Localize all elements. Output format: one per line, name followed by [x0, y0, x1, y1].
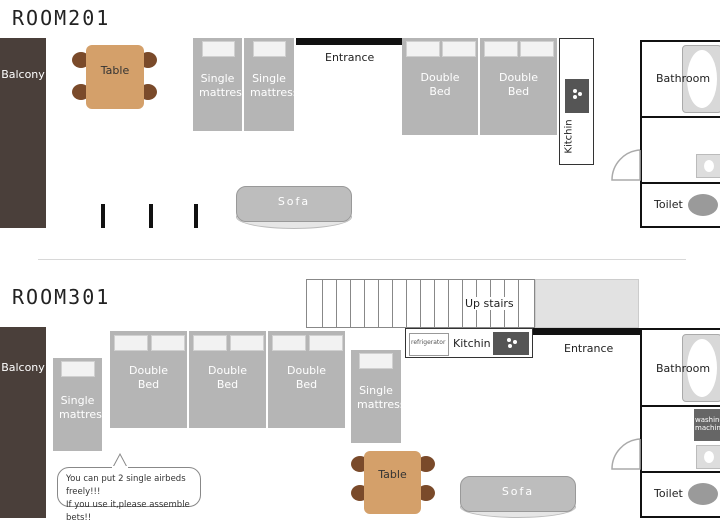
room201-stove: [565, 79, 589, 113]
room201-single-mattress-2-label: Single mattress: [250, 72, 299, 99]
room301-door-swing: [611, 438, 641, 470]
room301-sofa: Sofa: [460, 476, 576, 512]
room301-entrance-label: Entrance: [564, 342, 614, 355]
room301-single-mattress-left-label: Single mattress: [59, 394, 108, 421]
room301-chair: [417, 485, 435, 501]
room301-double-bed-1-label: Double Bed: [129, 364, 168, 391]
room201-sink: [696, 154, 720, 178]
room201-double-bed-2-label: Double Bed: [499, 71, 538, 98]
room201-single-mattress-1-label: Single mattress: [199, 72, 248, 99]
room301-double-bed-3-label: Double Bed: [287, 364, 326, 391]
room201-toilet-label: Toilet: [654, 198, 683, 211]
room201-balcony-label: Balcony: [1, 68, 45, 81]
room301-double-bed-3: Double Bed: [268, 331, 345, 428]
room301-entrance-wall: [533, 328, 640, 335]
room201-double-bed-2: Double Bed: [480, 38, 557, 135]
room301-toilet-bowl: [688, 483, 718, 505]
room301-note-bubble: You can put 2 single airbeds freely!!! I…: [57, 467, 201, 523]
room201-double-bed-1-label: Double Bed: [420, 71, 460, 98]
room201-single-mattress-2: Single mattress: [244, 38, 299, 131]
room301-note-line-2: If you use it,please assemble bets!!: [66, 500, 190, 523]
room301-note-pointer: [111, 452, 129, 470]
room301-double-bed-2: Double Bed: [189, 331, 266, 428]
room201-entrance-wall: [296, 38, 402, 45]
room201-table: Table: [86, 45, 144, 109]
room201-entrance-label: Entrance: [325, 51, 375, 64]
room301-balcony-label: Balcony: [1, 361, 45, 374]
room301-balcony: Balcony: [0, 327, 46, 518]
room201-post: [149, 204, 153, 228]
room301-kitchin-counter: refrigerator Kitchin: [405, 328, 533, 358]
room301-single-mattress-right-label: Single mattress: [357, 384, 406, 411]
room301-note-line-1: You can put 2 single airbeds freely!!!: [66, 474, 186, 497]
room301-double-bed-1: Double Bed: [110, 331, 187, 428]
room201-kitchin-label: Kitchin: [563, 119, 575, 154]
room201-bathroom-label: Bathroom: [656, 72, 711, 85]
room301-title: ROOM301: [12, 285, 111, 309]
room201-title: ROOM201: [12, 6, 111, 30]
room301-single-mattress-left: Single mattress: [53, 358, 108, 451]
room201-chair: [72, 84, 90, 100]
room301-up-stairs-label: Up stairs: [464, 297, 515, 310]
room301-table: Table: [364, 451, 421, 514]
room201-toilet-bowl: [688, 194, 718, 216]
room201-table-label: Table: [100, 64, 130, 77]
room301-chair: [417, 456, 435, 472]
room301-double-bed-2-label: Double Bed: [208, 364, 247, 391]
room301-sink: [696, 445, 720, 469]
room201-single-mattress-1: Single mattress: [193, 38, 248, 131]
room301-washing-machine-label: washing machine: [695, 416, 720, 432]
room301-washroom: washing machine: [640, 407, 720, 471]
room301-toilet: Toilet: [640, 471, 720, 518]
room301-bathroom: Bathroom: [640, 328, 720, 407]
room301-bathroom-label: Bathroom: [656, 362, 711, 375]
room301-toilet-label: Toilet: [654, 487, 683, 500]
room201-bathtub: [682, 45, 720, 113]
room301-kitchin-label: Kitchin: [453, 337, 491, 350]
room201-post: [194, 204, 198, 228]
room301-single-mattress-right: Single mattress: [351, 350, 406, 443]
room301-refrigerator-label: refrigerator: [411, 339, 446, 346]
room201-sofa-label: Sofa: [277, 195, 311, 208]
room201-double-bed-1: Double Bed: [402, 38, 478, 135]
room301-up-stairs: Up stairs: [306, 279, 535, 328]
floor-separator: [38, 259, 686, 260]
room301-bathtub: [682, 334, 720, 402]
room301-landing: [535, 279, 639, 328]
room301-table-label: Table: [378, 468, 407, 481]
room201-sofa: Sofa: [236, 186, 352, 222]
room201-balcony: Balcony: [0, 38, 46, 228]
room301-washing-machine: washing machine: [694, 409, 720, 441]
room301-sofa-label: Sofa: [501, 485, 535, 498]
room201-door-swing: [611, 149, 641, 181]
room201-post: [101, 204, 105, 228]
room301-refrigerator: refrigerator: [409, 333, 449, 356]
room201-bathroom: Bathroom: [640, 40, 720, 118]
room301-stove: [493, 332, 529, 355]
room201-washroom: [640, 118, 720, 182]
room201-kitchin-counter: Kitchin: [559, 38, 594, 165]
room201-toilet: Toilet: [640, 182, 720, 228]
room201-chair: [72, 52, 90, 68]
